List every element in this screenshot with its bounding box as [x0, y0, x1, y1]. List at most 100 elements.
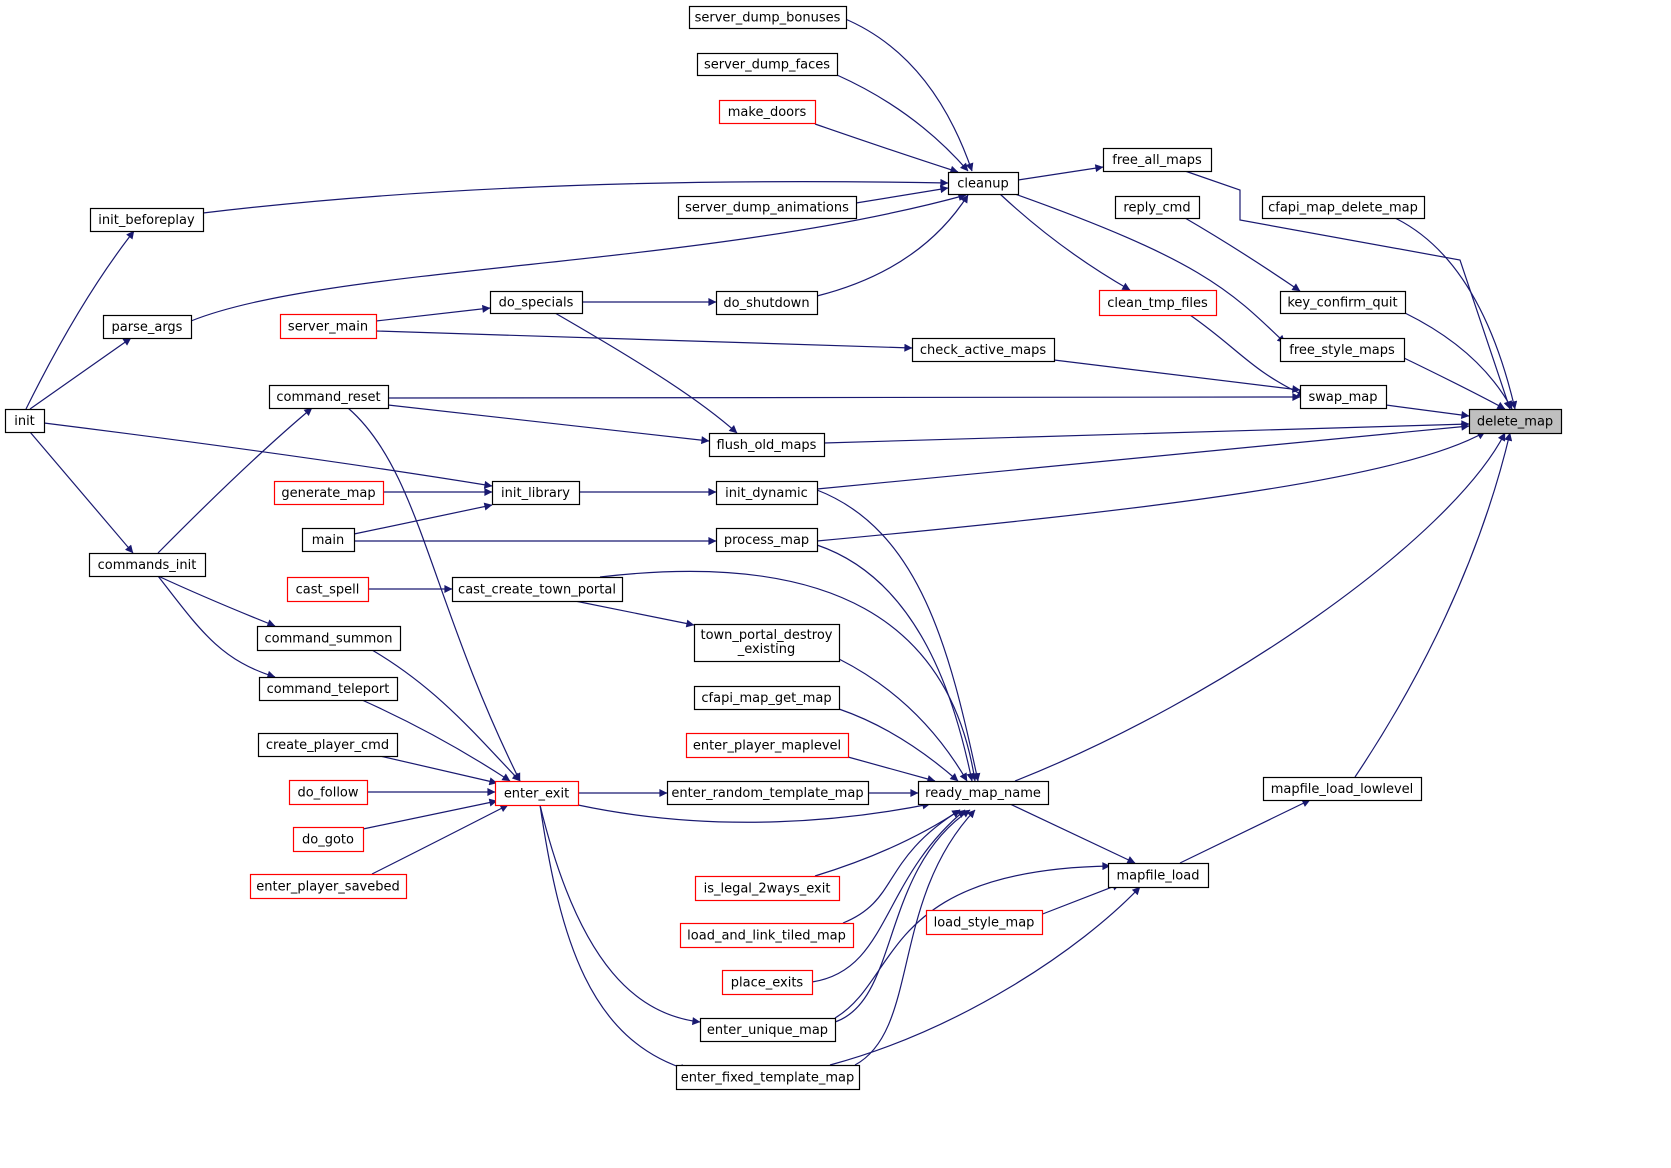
node-main[interactable]: main — [301, 527, 356, 553]
edge-enter_player_savebed-to-enter_exit — [371, 804, 509, 875]
node-cfapi_map_delete_map[interactable]: cfapi_map_delete_map — [1261, 195, 1426, 220]
node-check_active_maps[interactable]: check_active_maps — [911, 337, 1056, 363]
node-server_dump_faces[interactable]: server_dump_faces — [696, 52, 839, 77]
node-init_dynamic[interactable]: init_dynamic — [715, 480, 819, 506]
node-server_main[interactable]: server_main — [279, 313, 378, 340]
node-label: server_dump_bonuses — [695, 11, 841, 26]
node-box — [102, 314, 193, 340]
node-label: cfapi_map_delete_map — [1268, 201, 1418, 216]
node-do_follow[interactable]: do_follow — [288, 779, 369, 806]
node-label: commands_init — [98, 558, 197, 573]
node-do_goto[interactable]: do_goto — [292, 826, 365, 853]
node-reply_cmd[interactable]: reply_cmd — [1114, 195, 1201, 220]
node-process_map[interactable]: process_map — [715, 527, 819, 553]
node-is_legal_2ways_exit[interactable]: is_legal_2ways_exit — [694, 875, 841, 902]
node-enter_player_savebed[interactable]: enter_player_savebed — [249, 873, 408, 900]
edge-cleanup-to-clean_tmp_files — [999, 193, 1131, 291]
node-box — [677, 195, 858, 220]
node-label: swap_map — [1308, 390, 1377, 405]
node-free_style_maps[interactable]: free_style_maps — [1279, 337, 1406, 363]
node-cleanup[interactable]: cleanup — [947, 171, 1020, 196]
edge-command_teleport-to-enter_exit — [361, 699, 511, 782]
node-box — [917, 780, 1050, 806]
node-label: do_shutdown — [723, 296, 809, 311]
node-label: do_goto — [302, 833, 354, 848]
node-box — [279, 313, 378, 340]
node-enter_fixed_template_map[interactable]: enter_fixed_template_map — [675, 1064, 861, 1091]
node-init_library[interactable]: init_library — [491, 480, 581, 506]
node-box — [1261, 195, 1426, 220]
edge-enter_unique_map-to-ready_map_name — [834, 809, 971, 1023]
node-box — [4, 408, 46, 434]
node-label: cast_create_town_portal — [458, 583, 616, 598]
node-command_reset[interactable]: command_reset — [268, 384, 390, 410]
edge-enter_unique_map-to-mapfile_load — [834, 862, 1111, 1019]
node-cfapi_map_get_map[interactable]: cfapi_map_get_map — [693, 685, 841, 711]
node-box — [925, 909, 1044, 936]
node-enter_player_maplevel[interactable]: enter_player_maplevel — [685, 732, 850, 759]
node-enter_unique_map[interactable]: enter_unique_map — [699, 1017, 837, 1043]
edge-init_dynamic-to-ready_map_name — [816, 489, 981, 782]
node-label: cleanup — [957, 177, 1008, 192]
node-enter_exit[interactable]: enter_exit — [494, 780, 580, 807]
node-box — [451, 576, 624, 603]
node-label: flush_old_maps — [717, 438, 817, 453]
node-make_doors[interactable]: make_doors — [718, 99, 817, 125]
node-load_style_map[interactable]: load_style_map — [925, 909, 1044, 936]
node-box — [292, 826, 365, 853]
node-init_beforeplay[interactable]: init_beforeplay — [89, 207, 205, 233]
edge-cfapi_map_delete_map-to-delete_map — [1394, 217, 1518, 410]
node-box — [1114, 195, 1201, 220]
node-label: command_teleport — [267, 682, 390, 697]
node-parse_args[interactable]: parse_args — [102, 314, 193, 340]
node-label: enter_player_savebed — [256, 880, 399, 895]
node-box — [947, 171, 1020, 196]
edge-parse_args-to-cleanup — [190, 193, 967, 322]
node-generate_map[interactable]: generate_map — [273, 480, 385, 506]
node-command_teleport[interactable]: command_teleport — [258, 676, 399, 702]
edge-server_main-to-check_active_maps — [375, 330, 913, 352]
node-enter_random_template_map[interactable]: enter_random_template_map — [666, 780, 870, 806]
edge-mapfile_load_lowlevel-to-delete_map — [1354, 432, 1513, 778]
node-key_confirm_quit[interactable]: key_confirm_quit — [1279, 290, 1407, 315]
edge-command_reset-to-flush_old_maps — [387, 404, 710, 445]
edge-cast_create_town_portal-to-ready_map_name — [599, 570, 978, 782]
node-cast_spell[interactable]: cast_spell — [286, 576, 370, 603]
node-server_dump_animations[interactable]: server_dump_animations — [677, 195, 858, 220]
node-box — [718, 99, 817, 125]
node-flush_old_maps[interactable]: flush_old_maps — [708, 432, 826, 458]
node-mapfile_load[interactable]: mapfile_load — [1107, 862, 1210, 889]
node-command_summon[interactable]: command_summon — [256, 625, 402, 652]
edge-is_legal_2ways_exit-to-ready_map_name — [814, 809, 961, 877]
node-place_exits[interactable]: place_exits — [721, 969, 814, 996]
node-load_and_link_tiled_map[interactable]: load_and_link_tiled_map — [679, 922, 855, 949]
edge-ready_map_name-to-delete_map — [1014, 432, 1506, 782]
node-swap_map[interactable]: swap_map — [1299, 384, 1388, 410]
node-box — [721, 969, 814, 996]
node-create_player_cmd[interactable]: create_player_cmd — [257, 732, 399, 758]
node-clean_tmp_files[interactable]: clean_tmp_files — [1098, 289, 1218, 317]
node-mapfile_load_lowlevel[interactable]: mapfile_load_lowlevel — [1262, 776, 1423, 802]
edge-check_active_maps-to-swap_map — [1053, 359, 1301, 394]
edge-layer — [25, 17, 1518, 1072]
node-delete_map[interactable]: delete_map — [1468, 408, 1563, 435]
node-free_all_maps[interactable]: free_all_maps — [1102, 147, 1213, 173]
node-do_shutdown[interactable]: do_shutdown — [715, 290, 819, 316]
node-commands_init[interactable]: commands_init — [88, 552, 207, 578]
edge-swap_map-to-delete_map — [1385, 404, 1470, 419]
edge-init-to-init_library — [43, 422, 493, 489]
node-label: mapfile_load_lowlevel — [1271, 782, 1414, 797]
node-label: init_beforeplay — [98, 213, 195, 228]
edge-process_map-to-ready_map_name — [816, 544, 975, 782]
node-label: check_active_maps — [920, 343, 1046, 358]
node-ready_map_name[interactable]: ready_map_name — [917, 780, 1050, 806]
node-cast_create_town_portal[interactable]: cast_create_town_portal — [451, 576, 624, 603]
edge-enter_exit-to-enter_unique_map — [539, 804, 701, 1026]
node-box — [1299, 384, 1388, 410]
node-town_portal_destroy_existing[interactable]: town_portal_destroy_existing — [693, 623, 841, 663]
edge-init-to-init_beforeplay — [25, 230, 135, 410]
node-box — [911, 337, 1056, 363]
node-server_dump_bonuses[interactable]: server_dump_bonuses — [688, 5, 848, 30]
node-init[interactable]: init — [4, 408, 46, 434]
node-do_specials[interactable]: do_specials — [489, 290, 584, 315]
